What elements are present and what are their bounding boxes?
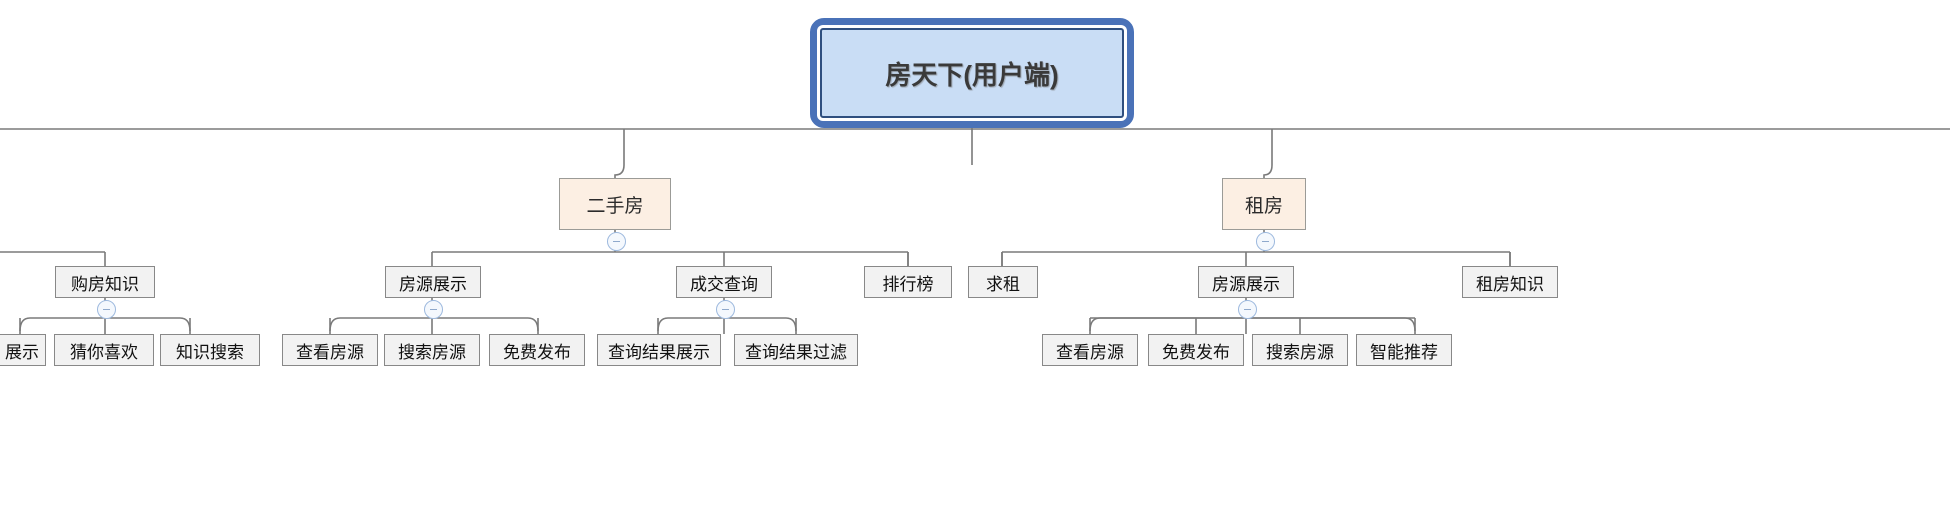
node-qiuzu-label: 求租 <box>986 274 1020 294</box>
node-sousuo-fangyuan-zufang[interactable]: 搜索房源 <box>1252 334 1348 366</box>
toggle-zufang[interactable] <box>1256 232 1275 251</box>
node-zufang-zhishi-label: 租房知识 <box>1476 274 1544 294</box>
node-chengjiao-chaxun-label: 成交查询 <box>690 274 758 294</box>
node-sousuo-fangyuan-zufang-label: 搜索房源 <box>1266 342 1334 362</box>
minus-icon <box>1244 308 1251 311</box>
toggle-chengjiao-chaxun[interactable] <box>716 300 735 319</box>
node-mianfei-fabu-ershou-label: 免费发布 <box>503 342 571 362</box>
node-zhishi-sousuo-label: 知识搜索 <box>176 342 244 362</box>
minus-icon <box>613 240 620 243</box>
node-sousuo-fangyuan-ershou-label: 搜索房源 <box>398 342 466 362</box>
node-fangyuan-zhanshi-ershou-label: 房源展示 <box>399 274 467 294</box>
node-chakan-fangyuan-zufang-label: 查看房源 <box>1056 342 1124 362</box>
toggle-ershoufang[interactable] <box>607 232 626 251</box>
node-zhineng-tuijian-label: 智能推荐 <box>1370 342 1438 362</box>
node-sousuo-fangyuan-ershou[interactable]: 搜索房源 <box>384 334 480 366</box>
node-zhishi-sousuo[interactable]: 知识搜索 <box>160 334 260 366</box>
toggle-fangyuan-zhanshi-ershou[interactable] <box>424 300 443 319</box>
node-mianfei-fabu-zufang[interactable]: 免费发布 <box>1148 334 1244 366</box>
node-zufang[interactable]: 租房 <box>1222 178 1306 230</box>
node-caini-xihuan-label: 猜你喜欢 <box>70 342 138 362</box>
root-node-label: 房天下(用户端) <box>885 59 1059 90</box>
minus-icon <box>722 308 729 311</box>
node-zufang-zhishi[interactable]: 租房知识 <box>1462 266 1558 298</box>
node-chakan-fangyuan-ershou[interactable]: 查看房源 <box>282 334 378 366</box>
minus-icon <box>430 308 437 311</box>
node-zhineng-tuijian[interactable]: 智能推荐 <box>1356 334 1452 366</box>
node-paihangbang[interactable]: 排行榜 <box>864 266 952 298</box>
node-zhanshi-clipped[interactable]: 展示 <box>0 334 46 366</box>
node-fangyuan-zhanshi-zufang[interactable]: 房源展示 <box>1198 266 1294 298</box>
minus-icon <box>103 308 110 311</box>
node-chaxun-jieguo-zhanshi[interactable]: 查询结果展示 <box>597 334 721 366</box>
toggle-fangyuan-zhanshi-zufang[interactable] <box>1238 300 1257 319</box>
root-node[interactable]: 房天下(用户端) <box>820 28 1124 118</box>
node-gou-fang-zhi-shi-label: 购房知识 <box>71 274 139 294</box>
node-paihangbang-label: 排行榜 <box>882 274 934 294</box>
minus-icon <box>1262 240 1269 243</box>
node-mianfei-fabu-zufang-label: 免费发布 <box>1162 342 1230 362</box>
node-fangyuan-zhanshi-zufang-label: 房源展示 <box>1212 274 1280 294</box>
node-qiuzu[interactable]: 求租 <box>968 266 1038 298</box>
node-chaxun-jieguo-guolv-label: 查询结果过滤 <box>745 342 847 362</box>
node-ershoufang-label: 二手房 <box>586 195 644 217</box>
node-chaxun-jieguo-zhanshi-label: 查询结果展示 <box>608 342 710 362</box>
node-zhanshi-clipped-label: 展示 <box>5 342 39 362</box>
node-gou-fang-zhi-shi[interactable]: 购房知识 <box>55 266 155 298</box>
node-zufang-label: 租房 <box>1244 195 1283 217</box>
root-node-frame <box>810 18 1134 128</box>
node-chakan-fangyuan-zufang[interactable]: 查看房源 <box>1042 334 1138 366</box>
toggle-gou-fang-zhi-shi[interactable] <box>97 300 116 319</box>
node-chengjiao-chaxun[interactable]: 成交查询 <box>676 266 772 298</box>
node-mianfei-fabu-ershou[interactable]: 免费发布 <box>489 334 585 366</box>
node-fangyuan-zhanshi-ershou[interactable]: 房源展示 <box>385 266 481 298</box>
node-chakan-fangyuan-ershou-label: 查看房源 <box>296 342 364 362</box>
node-caini-xihuan[interactable]: 猜你喜欢 <box>54 334 154 366</box>
node-ershoufang[interactable]: 二手房 <box>559 178 671 230</box>
node-chaxun-jieguo-guolv[interactable]: 查询结果过滤 <box>734 334 858 366</box>
